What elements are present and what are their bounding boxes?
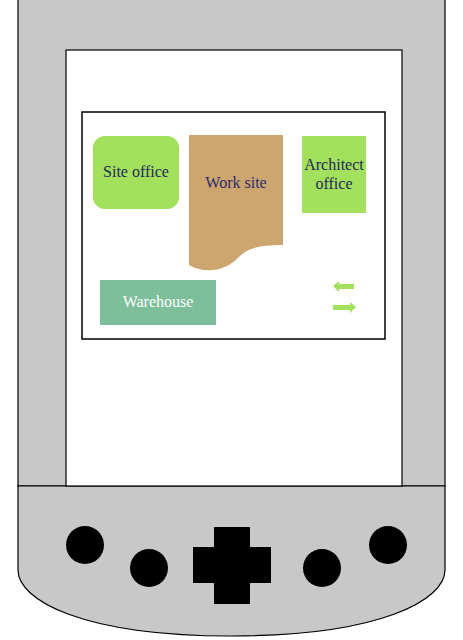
screen (66, 50, 402, 486)
place-label: Warehouse (102, 293, 214, 311)
nav-arrows (333, 281, 356, 313)
round-button (369, 526, 407, 564)
office-box: Architect office (302, 136, 366, 213)
device-base (18, 486, 445, 636)
device-body (18, 0, 445, 486)
round-button (303, 549, 341, 587)
work-site-area: Work site (189, 135, 283, 272)
d-pad (193, 527, 271, 604)
left-arrow (333, 281, 354, 292)
map-frame (82, 112, 385, 339)
place-label: Architect office (304, 156, 364, 193)
work-site-shape (189, 135, 283, 272)
right-arrow (333, 302, 356, 313)
warehouse-box: Warehouse (100, 280, 216, 325)
place-label: Site office (95, 163, 177, 181)
round-button (130, 549, 168, 587)
work-site-outline (189, 135, 283, 270)
office-box: Site office (93, 136, 179, 209)
buttons (66, 526, 407, 604)
round-button (66, 526, 104, 564)
place-label: Work site (191, 174, 281, 192)
